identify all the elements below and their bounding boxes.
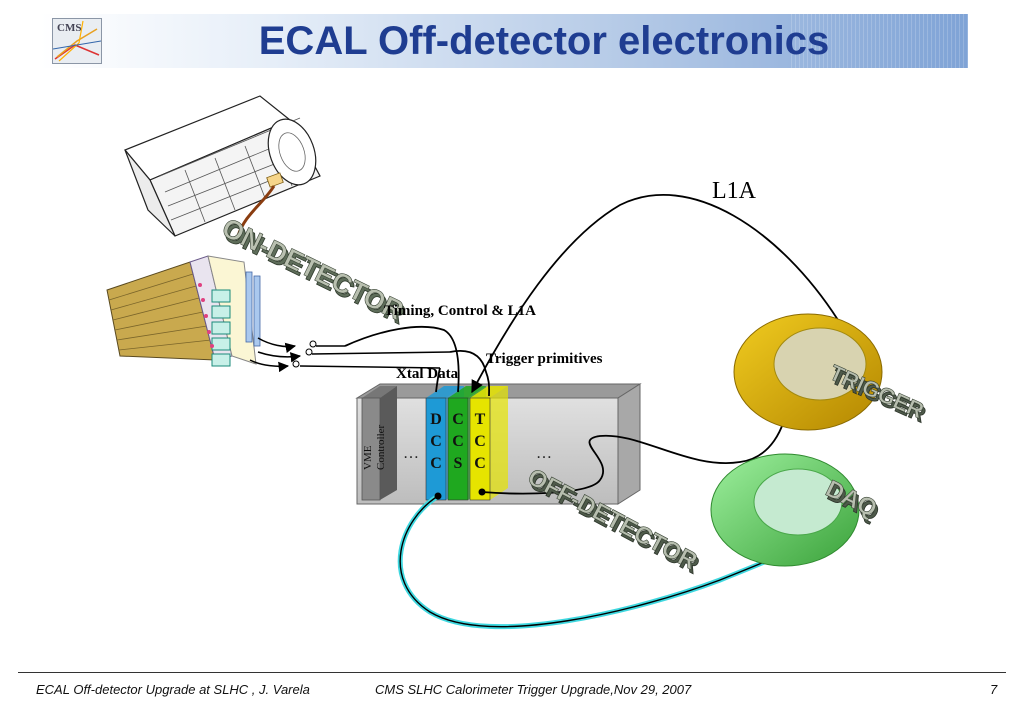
card-dcc-letter: C [430,455,442,472]
crate-ellipsis-right: … [536,445,552,462]
tcc-port [478,488,486,496]
timing-control-label: Timing, Control & L1A [384,303,536,319]
footer-left: ECAL Off-detector Upgrade at SLHC , J. V… [36,682,310,697]
card-tcc: TCC [469,386,508,501]
card-tcc-letter: T [475,411,486,428]
footer-rule [18,672,1006,673]
cms-logo: CMS [52,18,102,64]
svg-text:CMS: CMS [57,22,81,34]
detector-barrel-drawing [124,95,321,237]
trigger-ring [733,313,883,431]
tcc-to-trigger-line [481,398,794,495]
dcc-to-daq-link [399,495,796,628]
card-ccs-letter: S [454,455,463,472]
xtal-data-line [435,367,441,393]
trigger-primitives-label: Trigger primitives [486,351,603,367]
page-title: ECAL Off-detector electronics [258,19,830,63]
signal-lines [344,194,839,495]
on-detector-module [106,255,261,367]
xtal-data-label: Xtal Data [396,366,459,382]
card-dcc-letter: D [430,411,442,428]
l1a-line [471,194,839,394]
daq-ring [710,453,860,567]
page-number: 7 [990,682,998,697]
card-ccs-letter: C [452,433,464,450]
trigger-primitives-line [449,350,491,397]
fiber-links [249,337,451,373]
vme-controller-label: VME Controller [362,424,387,470]
dcc-port [434,492,442,500]
card-tcc-letter: C [474,433,486,450]
card-tcc-letter: C [474,455,486,472]
title-bar [40,14,968,68]
card-dcc-letter: C [430,433,442,450]
timing-line [344,325,460,393]
crate-ellipsis-left: … [403,445,419,462]
footer-center: CMS SLHC Calorimeter Trigger Upgrade,Nov… [375,682,692,697]
l1a-label: L1A [712,178,757,204]
card-ccs-letter: C [452,411,464,428]
